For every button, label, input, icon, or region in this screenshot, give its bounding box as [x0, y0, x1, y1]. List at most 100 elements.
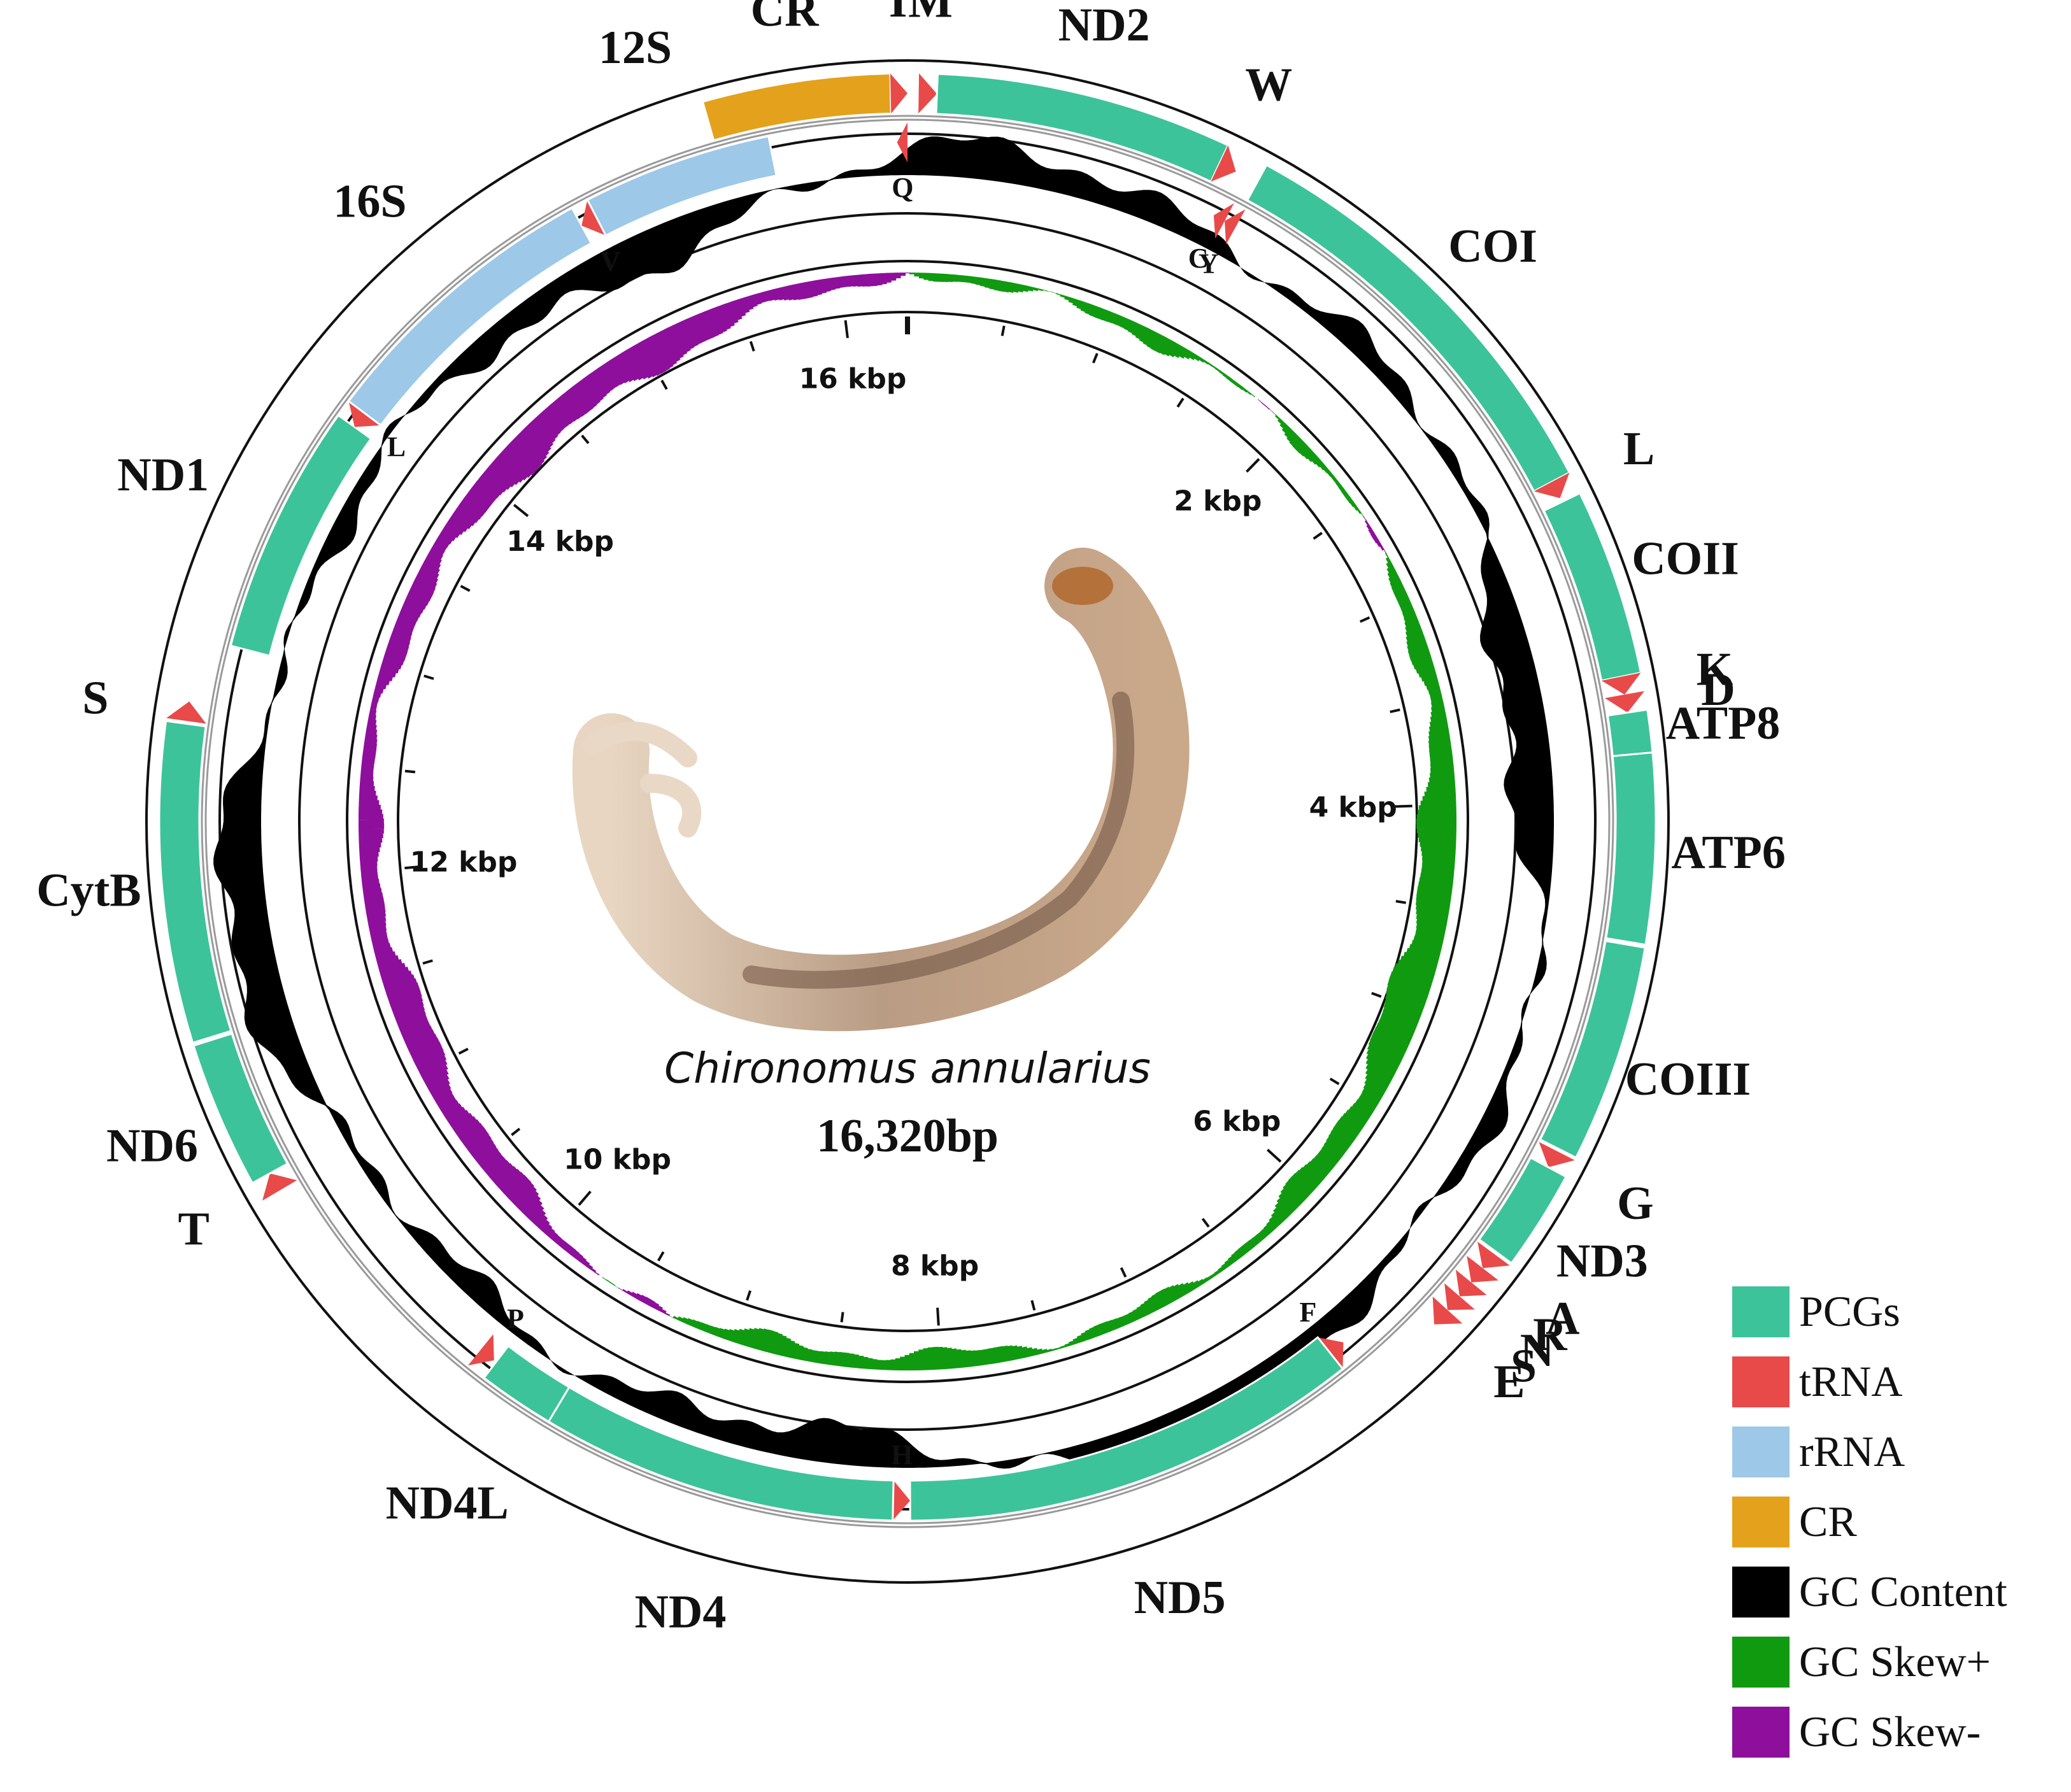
feature-inner-12s-13 — [586, 135, 778, 237]
trna-tag-v: V — [601, 246, 621, 277]
ruler-tick — [1092, 353, 1099, 364]
ruler-tick — [1246, 458, 1260, 473]
gc-skew-negative — [358, 273, 1387, 1316]
feature-outer-atp8-10 — [1606, 708, 1654, 758]
gene-label-k-8: K — [1697, 643, 1733, 695]
gene-label-g-13: G — [1617, 1177, 1654, 1230]
feature-inner-v-12 — [581, 199, 606, 236]
feature-outer-nd3-14 — [1477, 1156, 1568, 1265]
legend-label-6: GC Skew- — [1799, 1707, 1981, 1756]
strand-divider-0 — [201, 115, 1614, 1528]
feature-outer-atp6-11 — [1605, 751, 1657, 946]
gene-label-a-15: A — [1546, 1292, 1579, 1344]
legend-label-5: GC Skew+ — [1799, 1637, 1991, 1686]
ruler-tick — [1329, 1077, 1340, 1085]
ring-4 — [397, 311, 1418, 1332]
gene-label-cr-0: CR — [751, 0, 820, 37]
feature-outer-l-6 — [1534, 473, 1570, 499]
feature-inner-h-5 — [892, 1480, 911, 1521]
gene-label-atp6-11: ATP6 — [1671, 827, 1786, 879]
ruler-label-6kbp: 6 kbp — [1193, 1106, 1281, 1138]
strand-divider-1 — [204, 118, 1611, 1525]
gene-label-nd3-14: ND3 — [1556, 1235, 1648, 1288]
gene-label-r-16: R — [1533, 1309, 1568, 1361]
larva-gut-shading — [743, 692, 1135, 989]
ring-3 — [346, 260, 1469, 1383]
ruler-tick — [1266, 1148, 1282, 1163]
ruler-tick — [1176, 397, 1185, 408]
ruler-label-14kbp: 14 kbp — [506, 525, 614, 558]
feature-outer-i-1 — [890, 73, 907, 114]
gene-label-i-1: I — [889, 0, 907, 27]
feature-outer-g-13 — [1539, 1142, 1575, 1167]
gene-label-atp8-10: ATP8 — [1666, 697, 1781, 750]
feature-outer-n-17 — [1455, 1269, 1487, 1297]
legend-swatch-5 — [1732, 1637, 1790, 1688]
outer-strand-features — [158, 72, 1657, 1325]
gene-label-nd4l-31: ND4L — [386, 1477, 509, 1529]
feature-outer-k-8 — [1601, 672, 1641, 695]
ruler-tick — [458, 1048, 469, 1055]
larva-head — [1052, 567, 1113, 605]
larva-specimen-image — [572, 548, 1190, 1032]
gene-label-16s-35: 16S — [333, 175, 406, 227]
gene-label-s-23: S — [82, 672, 108, 725]
ruler-tick — [1395, 900, 1406, 904]
feature-outer-a-15 — [1477, 1241, 1510, 1269]
feature-inner-16s-11 — [347, 206, 593, 427]
legend-label-3: CR — [1799, 1497, 1857, 1546]
species-name: Chironomus annularius — [664, 1044, 1151, 1093]
ruler-label-10kbp: 10 kbp — [564, 1144, 671, 1176]
feature-outer-coii-7 — [1542, 492, 1642, 682]
feature-outer-cytb-22 — [158, 720, 232, 1044]
ruler-tick — [1394, 804, 1413, 808]
larva-prolegs — [583, 722, 702, 837]
feature-outer-s-23 — [166, 701, 206, 724]
ruler-tick — [423, 674, 434, 680]
gene-label-coi-5: COI — [1448, 220, 1537, 273]
ruler-tick — [749, 341, 755, 352]
gene-label-coii-7: COII — [1632, 532, 1739, 585]
larva-body — [572, 548, 1190, 1032]
ruler-tick — [1030, 1300, 1036, 1311]
ruler-tick — [511, 1127, 521, 1136]
gene-label-t-20: T — [178, 1204, 209, 1256]
gene-label-12s-37: 12S — [599, 22, 672, 74]
feature-inner-y-2 — [1225, 209, 1246, 245]
ruler-tick — [404, 865, 423, 870]
legend-swatch-0 — [1732, 1286, 1790, 1337]
gene-label-e-19: E — [1493, 1356, 1525, 1408]
ruler-tick — [660, 380, 668, 390]
ruler-tick — [1371, 992, 1382, 998]
gc-skew-track — [358, 273, 1457, 1371]
ring-2 — [298, 212, 1517, 1431]
ruler-tick — [422, 959, 433, 965]
gene-label-nd4-30: ND4 — [634, 1586, 726, 1639]
legend-swatch-4 — [1732, 1567, 1790, 1618]
legend-swatch-3 — [1732, 1497, 1790, 1547]
legend-swatch-6 — [1732, 1707, 1790, 1758]
gene-label-cytb-22: CytB — [36, 865, 141, 917]
ruler-tick — [404, 769, 416, 774]
gene-label-nd5-28: ND5 — [1134, 1572, 1226, 1624]
feature-inner-q-0 — [897, 122, 907, 162]
trna-tag-q: Q — [892, 172, 913, 203]
ruler-tick — [578, 1190, 592, 1206]
feature-outer-d-9 — [1604, 691, 1645, 713]
ruler-tick — [840, 1312, 844, 1323]
ruler-tick — [460, 585, 471, 592]
ruler-label-16kbp: 16 kbp — [799, 362, 907, 395]
gene-label-s-18: S — [1511, 1340, 1537, 1392]
gene-label-w-4: W — [1245, 59, 1292, 111]
trna-tag-l: L — [387, 431, 406, 462]
trna-tag-f: F — [1300, 1297, 1317, 1328]
gene-label-d-9: D — [1701, 664, 1735, 716]
ruler-tick — [1359, 616, 1370, 623]
feature-outer-cr-0 — [701, 72, 892, 142]
trna-tag-y: Y — [1199, 248, 1219, 279]
ruler-tick — [1120, 1267, 1127, 1278]
gene-label-nd2-3: ND2 — [1058, 0, 1150, 51]
